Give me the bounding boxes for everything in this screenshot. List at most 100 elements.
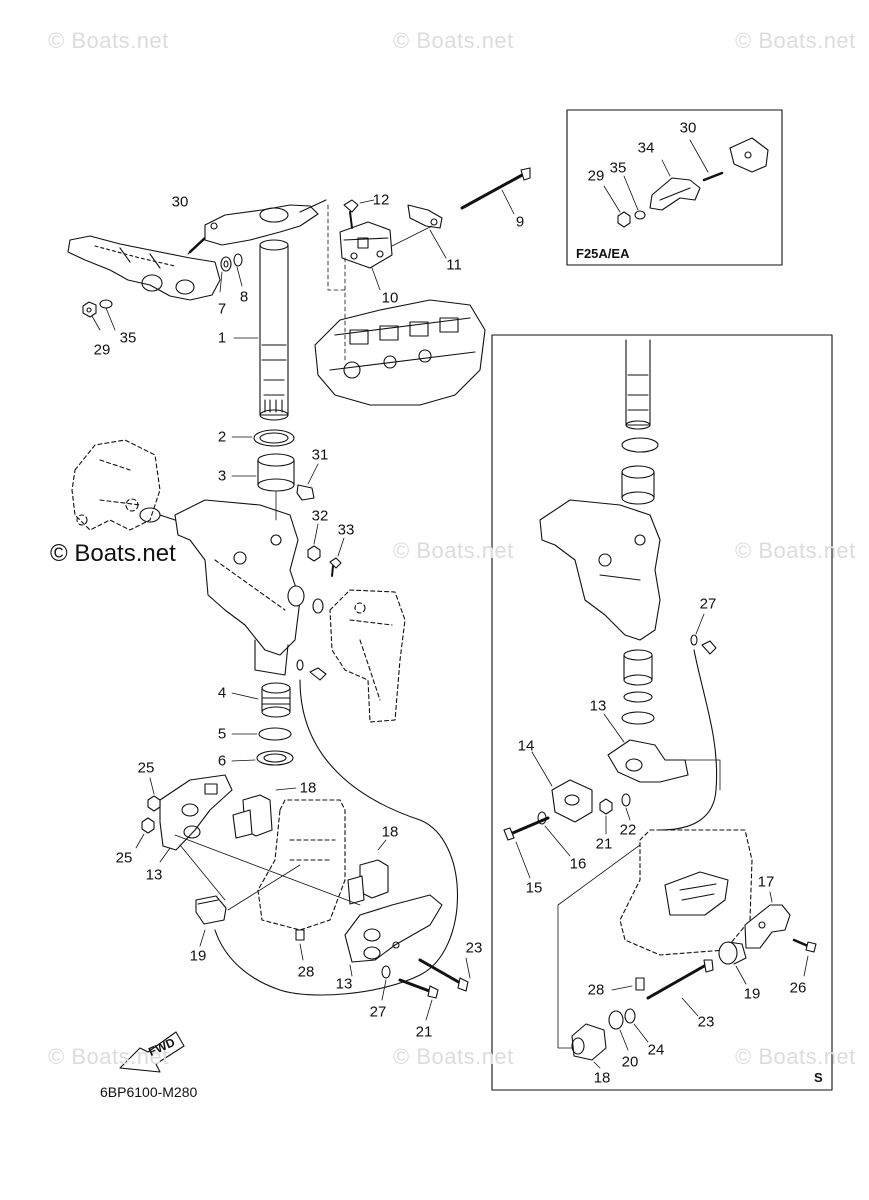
- callout-24: 24: [647, 1041, 665, 1059]
- watermark-bottom-center: © Boats.net: [393, 1044, 514, 1069]
- ring-2: [253, 429, 295, 447]
- grease-nipple-left: [296, 659, 327, 681]
- o-ring-s: [623, 691, 653, 703]
- rod-9: [460, 167, 531, 210]
- washer-24-s: [624, 1008, 636, 1024]
- assembly-line-s: [669, 759, 721, 791]
- swivel-bracket-main: [139, 499, 301, 676]
- callout-29-left: 29: [93, 341, 111, 359]
- callout-19-left: 19: [189, 947, 207, 965]
- mount-18-s: [571, 1023, 607, 1061]
- bolt-12: [343, 199, 359, 229]
- watermark-mid-left: © Boats.net: [50, 540, 176, 567]
- nut-32: [307, 545, 321, 562]
- leader-15-16-s: [515, 825, 571, 879]
- swivel-bracket-upper: [67, 235, 221, 301]
- watermark-top-right: © Boats.net: [735, 28, 856, 53]
- bolt-23-s: [646, 959, 714, 1000]
- callout-23-s: 23: [697, 1013, 715, 1031]
- bolts-25: [141, 795, 161, 834]
- ring-6: [256, 750, 294, 766]
- washer-20-s: [608, 1010, 624, 1030]
- watermark-mid-center: © Boats.net: [393, 538, 514, 563]
- leader-10: [371, 267, 381, 291]
- leader-25: [135, 777, 155, 849]
- callout-25-bottom: 25: [115, 849, 133, 867]
- nut-29-inset: [617, 211, 631, 228]
- nut-21-22-s: [599, 793, 631, 815]
- callout-34: 34: [637, 139, 655, 157]
- callout-32: 32: [311, 507, 329, 525]
- leader-9: [501, 189, 515, 215]
- mount-housing-s: [664, 871, 729, 916]
- inset-box-f25a: [566, 109, 783, 266]
- inset-label-s: S: [814, 1070, 823, 1085]
- bracket-10: [339, 221, 393, 269]
- callout-26: 26: [789, 979, 807, 997]
- leader-28-left: [299, 943, 304, 961]
- steering-shaft-s: [625, 339, 651, 430]
- leader-28-s: [611, 985, 633, 991]
- leader-4-5-6: [231, 692, 259, 762]
- leader-11: [391, 225, 447, 259]
- fwd-arrow: [119, 1031, 185, 1073]
- callout-23-left: 23: [465, 939, 483, 957]
- leader-13-s: [603, 713, 625, 743]
- leader-32-33: [313, 523, 345, 557]
- bolt-26-s: [792, 938, 817, 953]
- watermark-bottom-left: © Boats.net: [48, 1044, 169, 1069]
- callout-30-left: 30: [171, 193, 189, 211]
- drive-shaft-housing-left: [257, 799, 346, 931]
- bolt-23-left: [418, 958, 469, 992]
- callout-4: 4: [217, 684, 227, 702]
- leader-23-s: [681, 997, 699, 1017]
- leader-19-left: [199, 929, 206, 947]
- leader-18-s: [593, 1061, 601, 1069]
- leader-26-s: [803, 955, 809, 977]
- washer-35-left: [99, 299, 113, 309]
- callout-35-inset: 35: [609, 159, 627, 177]
- grease-nipple-28-left: [295, 929, 305, 941]
- leader-2-3-31: [231, 436, 319, 485]
- mount-bracket-13-right: [344, 894, 443, 963]
- mount-bracket-13-left: [159, 774, 233, 851]
- assembly-line-s-lower: [557, 844, 641, 1049]
- leader-19-s: [735, 965, 747, 985]
- callout-7: 7: [217, 300, 227, 318]
- callout-15: 15: [525, 879, 543, 897]
- callout-18-s: 18: [593, 1069, 611, 1087]
- callout-21-left: 21: [415, 1023, 433, 1041]
- bracket-end-inset: [729, 137, 769, 173]
- callout-18-b: 18: [381, 823, 399, 841]
- mount-19-s: [718, 941, 747, 965]
- callout-3: 3: [217, 467, 227, 485]
- bracket-34: [649, 177, 701, 211]
- callout-29-inset: 29: [587, 167, 605, 185]
- leader-18: [275, 787, 387, 851]
- bracket-17-s: [744, 904, 791, 949]
- stud-30-inset: [702, 171, 724, 182]
- watermark-mid-right: © Boats.net: [735, 538, 856, 563]
- callout-21-s: 21: [595, 835, 613, 853]
- ring-2-inner: [259, 432, 289, 444]
- callout-13-left: 13: [145, 866, 163, 884]
- callout-13-s: 13: [589, 697, 607, 715]
- swivel-bracket-s: [539, 499, 661, 641]
- callout-28-s: 28: [587, 981, 605, 999]
- stud-bolt-30-left: [187, 236, 207, 255]
- watermark-top-left: © Boats.net: [48, 28, 169, 53]
- plate-11: [407, 204, 443, 229]
- grease-27-s: [690, 634, 717, 655]
- nut-7: [220, 256, 232, 272]
- bolt-33: [329, 557, 342, 577]
- leader-21-22-s: [605, 807, 631, 835]
- callout-27-left: 27: [369, 1003, 387, 1021]
- leader-lines-body: [174, 834, 361, 911]
- bottom-cowling-plate: [314, 299, 486, 406]
- callout-11: 11: [446, 256, 462, 274]
- callout-13-right: 13: [335, 975, 353, 993]
- clip-31: [296, 484, 315, 501]
- washer-8: [233, 253, 243, 267]
- bushing-4: [261, 682, 291, 718]
- callout-31: 31: [311, 446, 329, 464]
